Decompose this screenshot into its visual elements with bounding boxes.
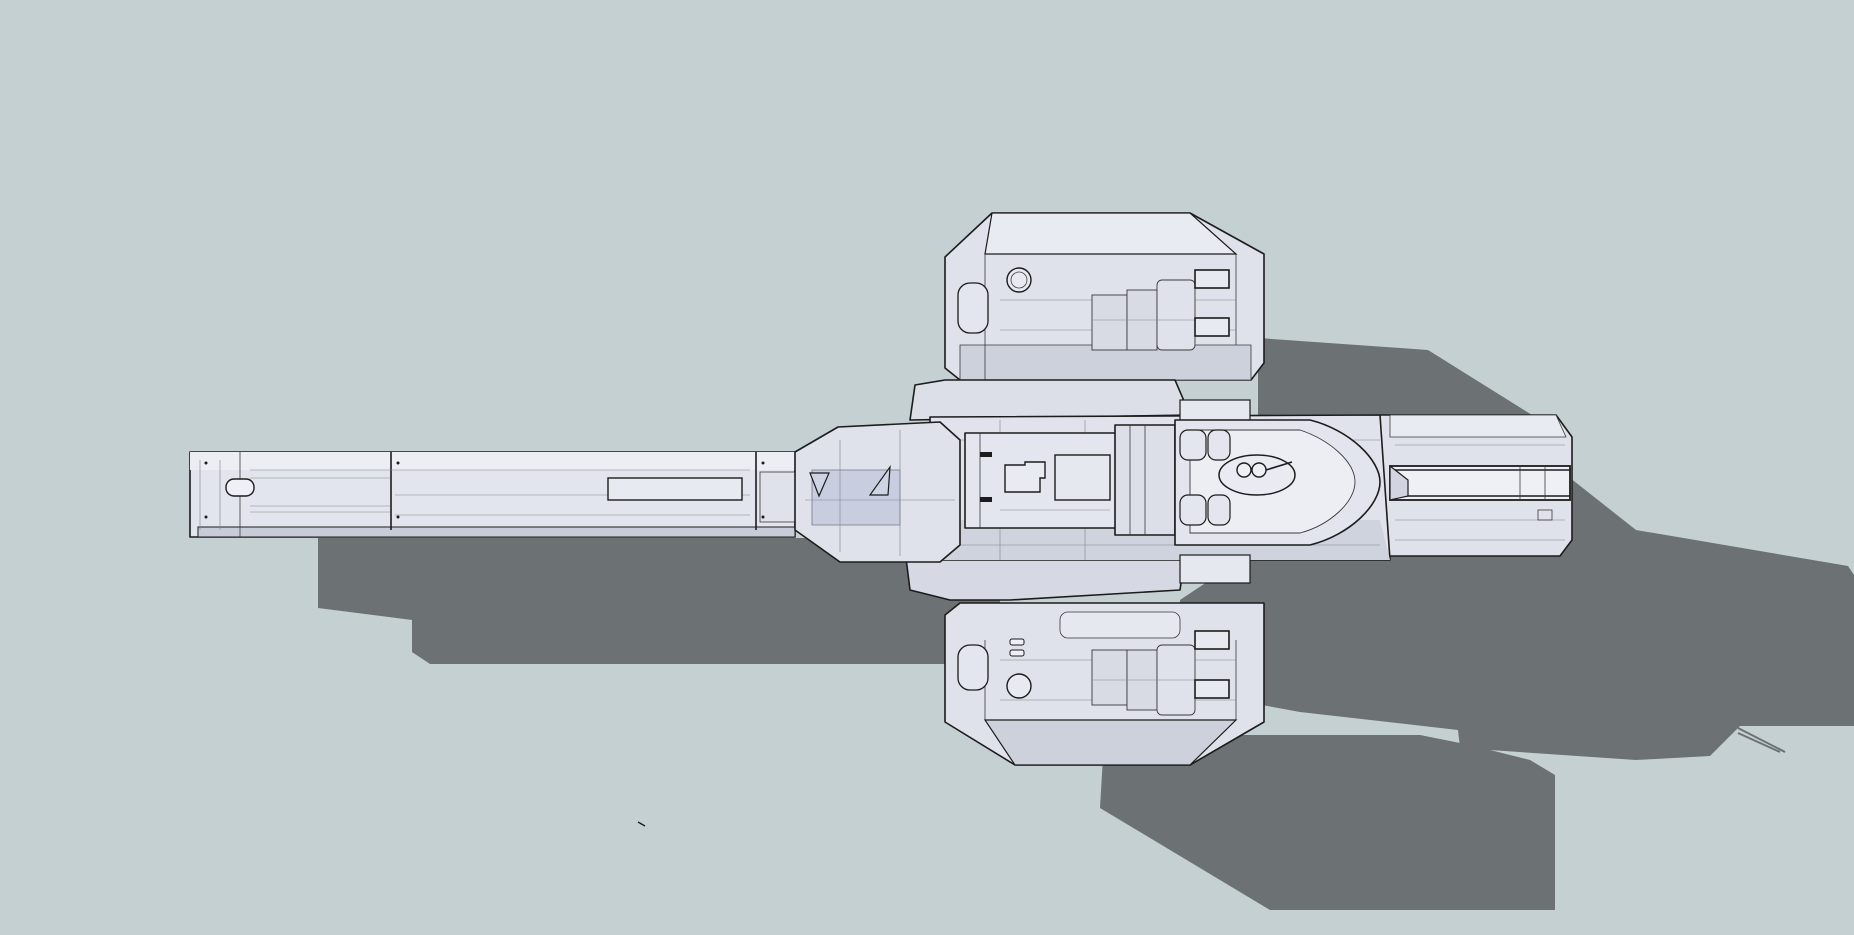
barrel-top-face	[190, 452, 795, 470]
turret-emblem-left-icon	[809, 472, 830, 498]
lower-pod-port	[1006, 673, 1032, 699]
upper-pod-intake	[957, 282, 989, 334]
lower-pod-bottom-face	[983, 719, 1238, 766]
lower-pod-intake	[957, 644, 989, 691]
upper-pod-vent-a	[1194, 269, 1230, 289]
cockpit-section[interactable]	[964, 432, 1121, 529]
cockpit-console	[1054, 454, 1111, 501]
cockpit-marker-lower	[980, 497, 992, 502]
viewport-cursor-mark	[637, 821, 646, 827]
lower-pod-top-fairing	[1059, 611, 1181, 639]
engine-dome[interactable]	[1114, 419, 1381, 546]
hull-upper-saddle	[909, 379, 1191, 421]
lower-pod-vent-b	[1194, 679, 1230, 699]
dome-thrusters	[1179, 429, 1231, 526]
dome-hatch-left-icon	[1236, 462, 1252, 478]
shadow-antenna	[1737, 727, 1786, 753]
engine-top-face	[1389, 414, 1567, 438]
lower-wing-pod[interactable]	[944, 602, 1265, 766]
lower-pod-vent-a	[1194, 630, 1230, 650]
rear-engine-block[interactable]	[1379, 414, 1573, 557]
barrel-muzzle-slot	[225, 478, 255, 497]
lower-pod-machinery	[1091, 644, 1196, 716]
cockpit-seat-icon	[1004, 461, 1046, 493]
hull-side-bay-lower	[1179, 554, 1251, 584]
barrel-underside	[197, 526, 796, 538]
lower-pod-light-b	[1009, 649, 1025, 657]
engine-exhaust-channel	[1389, 465, 1571, 501]
lower-pod-light-a	[1009, 638, 1025, 646]
barrel-boom[interactable]	[189, 451, 796, 538]
turret-emblem-right-icon	[868, 464, 891, 496]
barrel-vent-panel	[607, 477, 743, 501]
shadow-barrel	[318, 538, 1000, 664]
turret-mount[interactable]	[794, 421, 961, 563]
upper-pod-port	[1006, 267, 1032, 293]
upper-wing-pod[interactable]	[944, 212, 1265, 381]
shadow-lower-pod	[1100, 735, 1555, 910]
engine-side-fin	[1389, 464, 1409, 501]
upper-pod-vent-b	[1194, 317, 1230, 337]
cockpit-marker-upper	[980, 452, 992, 457]
shadow-upper-pod-overlap	[1258, 338, 1300, 420]
barrel-side-detail	[759, 471, 796, 523]
dome-hatch-right-icon	[1251, 462, 1267, 478]
dome-antenna	[1265, 461, 1293, 471]
upper-pod-machinery	[1091, 279, 1196, 351]
